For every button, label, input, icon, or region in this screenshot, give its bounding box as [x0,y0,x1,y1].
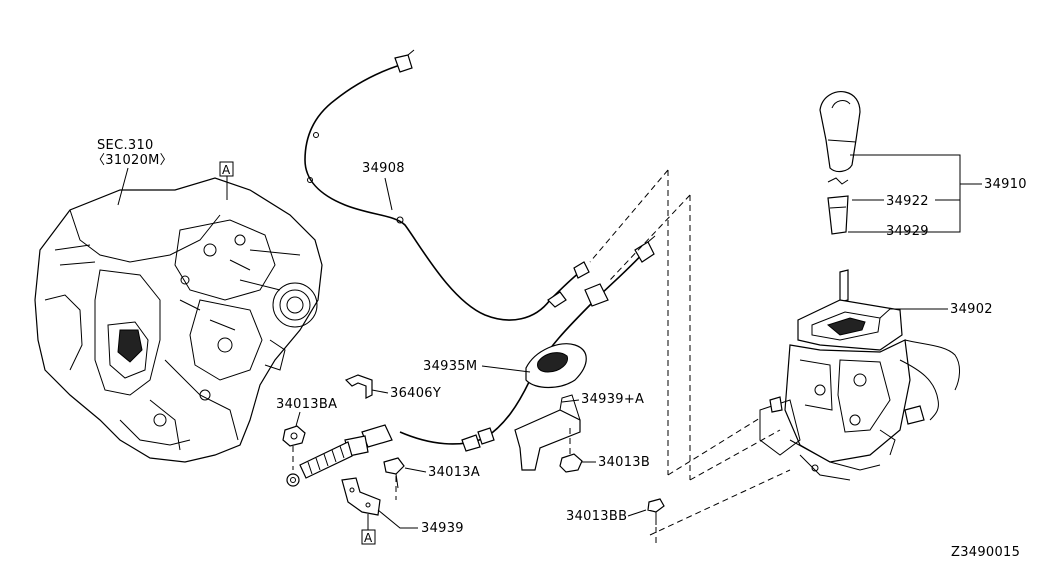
label-34013A: 34013A [428,465,480,480]
label-34013BB: 34013BB [566,509,627,524]
label-34929: 34929 [886,224,929,239]
svg-text:A: A [364,531,373,545]
label-34922: 34922 [886,194,929,209]
projection-lines [589,169,791,536]
label-34939: 34939 [421,521,464,536]
view-a-callout-bottom[interactable]: A [361,529,376,545]
label-34908: 34908 [362,161,405,176]
sec-ref-leader [117,167,129,206]
sec-ref-line1: SEC.310 [97,138,154,153]
nut-34013B [559,453,583,473]
diagram-id: Z3490015 [951,545,1020,560]
sec-ref-line2: 〈31020M〉 [92,153,173,168]
nut-34013BA [282,425,306,447]
label-34939A: 34939+A [581,392,644,407]
clip-36406Y [344,374,373,399]
svg-text:A: A [222,163,231,177]
label-34013BA: 34013BA [276,397,337,412]
label-34013B: 34013B [598,455,650,470]
knob-sleeve-34929 [827,195,849,235]
shift-knob [819,91,861,173]
bolt-34013BB [647,498,665,525]
bolt-34013A [383,457,405,489]
view-a-callout-top[interactable]: A [219,161,234,177]
label-34935M: 34935M [423,359,477,374]
cable-34908 [304,49,590,321]
shifter-assembly-34902 [759,269,960,481]
cable-34935M [286,235,656,487]
label-34902: 34902 [950,302,993,317]
label-34910: 34910 [984,177,1027,192]
spring-clip-34922 [827,177,849,185]
label-36406Y: 36406Y [390,386,441,401]
bracket-34939A [514,394,581,471]
transmission-assembly [34,177,323,463]
bracket-34939 [341,477,381,516]
